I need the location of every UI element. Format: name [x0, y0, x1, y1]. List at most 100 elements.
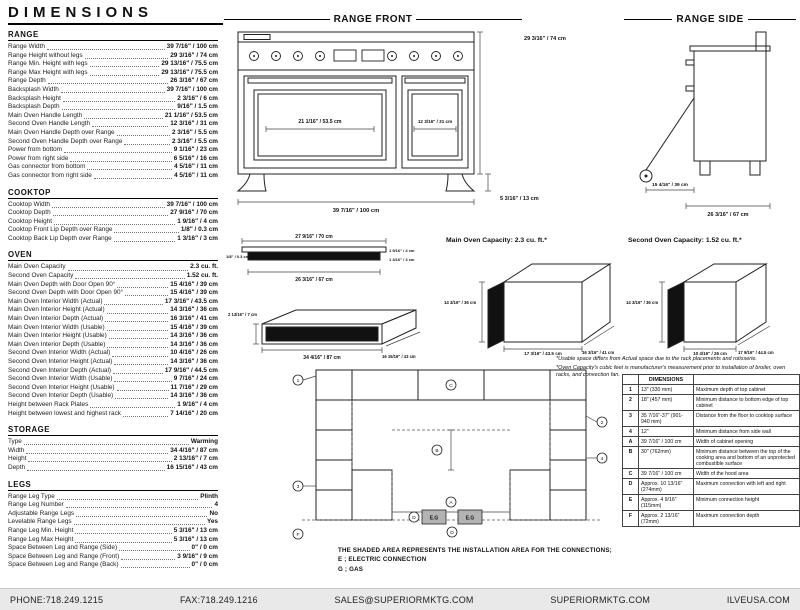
dim-row-description: Minimum distance to bottom edge of top c…	[693, 394, 800, 411]
spec-label: Depth	[8, 463, 26, 471]
dim-cooktop-height: 1 9/16" / 4 cm	[389, 248, 415, 253]
dim-leg-height: 5 3/16" / 13 cm	[500, 196, 539, 202]
spec-row: Space Between Leg and Range (Back) 0" / …	[8, 561, 218, 570]
spec-value: 6 5/16" / 16 cm	[173, 154, 218, 162]
dimension-lines	[479, 281, 615, 352]
dotted-leader	[114, 232, 179, 234]
dim-main-oven-height: 14 3/16" / 36 cm	[444, 300, 476, 305]
spec-label: Second Oven Interior Depth (Usable)	[8, 392, 114, 400]
dotted-leader	[89, 74, 160, 76]
footer-website: SUPERIORMKTG.COM	[550, 594, 651, 605]
dimensions-table-row: 2 18" (457 mm) Minimum distance to botto…	[622, 394, 800, 411]
main-oven-capacity-title: Main Oven Capacity: 2.3 cu. ft.*	[446, 237, 547, 244]
callout-b: B	[435, 448, 438, 454]
dotted-leader	[115, 398, 169, 400]
spec-row: Gas connector from bottom 4 5/16" / 11 c…	[8, 163, 218, 172]
dim-row-id: 1	[622, 384, 639, 395]
spec-label: Main Oven Handle Length	[8, 111, 83, 119]
dotted-leader	[60, 92, 165, 94]
callout-markers: 1 3 2 4 A B C D D F	[292, 374, 608, 540]
dotted-leader	[116, 389, 169, 391]
caster-wheel-hub	[644, 174, 648, 178]
dotted-leader	[23, 444, 189, 446]
dotted-leader	[75, 278, 185, 280]
spec-value: 3 9/16" / 9 cm	[177, 552, 218, 560]
callout-a: A	[449, 500, 453, 506]
installation-note: THE SHADED AREA REPRESENTS THE INSTALLAT…	[338, 546, 618, 574]
dotted-leader	[67, 269, 189, 271]
range-front-outline	[237, 31, 475, 175]
spec-row: Second Oven Interior Height (Usable) 11 …	[8, 384, 218, 393]
spec-value: 34 4/16" / 87 cm	[170, 446, 218, 454]
spec-value: 15 4/16" / 39 cm	[170, 323, 218, 331]
dimensions-table-row: 1 13" (330 mm) Maximum depth of top cabi…	[622, 384, 800, 395]
dimensions-table-header-row: DIMENSIONS	[622, 374, 800, 385]
second-oven-capacity-value: 1.52 cu. ft.*	[705, 237, 742, 244]
spec-value: 9 7/16" / 24 cm	[173, 375, 218, 383]
dotted-leader	[113, 372, 163, 374]
spec-label: Range Max Height with legs	[8, 68, 88, 76]
spec-value: 4	[214, 501, 218, 509]
dim-row-value: 35 7/16"-37" (901-940 mm)	[638, 410, 694, 427]
spec-label: Main Oven Interior Depth (Actual)	[8, 315, 104, 323]
dotted-leader	[90, 407, 176, 409]
spec-value: 26 3/16" / 67 cm	[170, 77, 218, 85]
spec-label: Second Oven Interior Depth (Actual)	[8, 366, 112, 374]
spec-label: Height	[8, 455, 27, 463]
dimensions-table-row: 4 12" Minimum distance from side wall	[622, 426, 800, 437]
range-side-title-text: RANGE SIDE	[676, 14, 744, 25]
header-dimensions-cell: DIMENSIONS	[638, 374, 694, 385]
oven-doors	[243, 75, 469, 169]
footer-phone: PHONE:718.249.1215	[10, 594, 104, 605]
footer-website-ilve: ILVEUSA.COM	[726, 594, 790, 605]
knob-dots	[253, 55, 459, 57]
dim-row-description: Width of cabinet opening	[693, 436, 800, 447]
spec-value: 10 4/16" / 26 cm	[170, 349, 218, 357]
spec-row: Second Oven Interior Width (Usable) 9 7/…	[8, 375, 218, 384]
dotted-leader	[84, 117, 163, 119]
dimension-lines	[241, 238, 387, 275]
dim-second-oven-height: 14 3/16" / 36 cm	[626, 300, 658, 305]
spec-label: Range Depth	[8, 77, 46, 85]
main-oven-capacity-drawing: 14 3/16" / 36 cm 17 3/16" / 43.5 cm 16 3…	[444, 263, 615, 356]
dimension-lines	[659, 281, 771, 352]
spec-row: Second Oven Depth with Door Open 90° 15 …	[8, 289, 218, 298]
dim-row-id: B	[622, 446, 639, 469]
dim-row-id: D	[622, 478, 639, 495]
note-usable-space: *Usable space differs from Actual space …	[556, 356, 757, 362]
footer-email: SALES@SUPERIORMKTG.COM	[334, 594, 474, 605]
dotted-leader	[114, 381, 172, 383]
dimension-lines	[302, 375, 598, 515]
spec-label: Main Oven Interior Width (Actual)	[8, 297, 103, 305]
shaded-area-note: THE SHADED AREA REPRESENTS THE INSTALLAT…	[338, 547, 612, 554]
dotted-leader	[46, 49, 165, 51]
spec-row: Main Oven Interior Width (Actual) 17 3/1…	[8, 298, 218, 307]
dotted-leader	[105, 321, 169, 323]
spec-value: 17 3/16" / 43.5 cm	[164, 297, 218, 305]
title-rule	[224, 19, 330, 20]
dotted-leader	[117, 286, 169, 288]
spec-row: Main Oven Interior Width (Usable) 15 4/1…	[8, 324, 218, 333]
spec-label: Main Oven Interior Height (Usable)	[8, 332, 107, 340]
spec-row: Backsplash Width 39 7/16" / 100 cm	[8, 86, 218, 95]
legend-gas: G ; GAS	[338, 565, 364, 573]
spec-value: 21 1/16" / 53.5 cm	[164, 111, 218, 119]
spec-label: Backsplash Width	[8, 85, 59, 93]
dotted-leader	[27, 470, 165, 472]
spec-value: 9/16" / 1.5 cm	[177, 103, 218, 111]
dimension-lines	[645, 187, 771, 209]
range-side-drawing: 15 4/16" / 39 cm 26 3/16" / 67 cm	[639, 31, 771, 218]
dotted-leader	[47, 83, 169, 85]
spec-value: 39 7/16" / 100 cm	[166, 85, 218, 93]
dotted-leader	[116, 135, 170, 137]
spec-row: Range Leg Max Height 5 3/16" / 13 cm	[8, 536, 218, 545]
dim-row-id: F	[622, 510, 639, 527]
dotted-leader	[104, 303, 163, 305]
dim-row-description: Minimum connection height	[693, 494, 800, 511]
dimensions-table: DIMENSIONS 1 13" (330 mm) Maximum depth …	[622, 374, 800, 527]
spec-label: Second Oven Handle Length	[8, 120, 91, 128]
spec-row: Range Max Height with legs 29 13/16" / 7…	[8, 69, 218, 78]
spec-value: 14 3/16" / 36 cm	[170, 340, 218, 348]
header-desc-cell	[693, 374, 800, 385]
dim-row-description: Maximum connection with left and right	[693, 478, 800, 495]
